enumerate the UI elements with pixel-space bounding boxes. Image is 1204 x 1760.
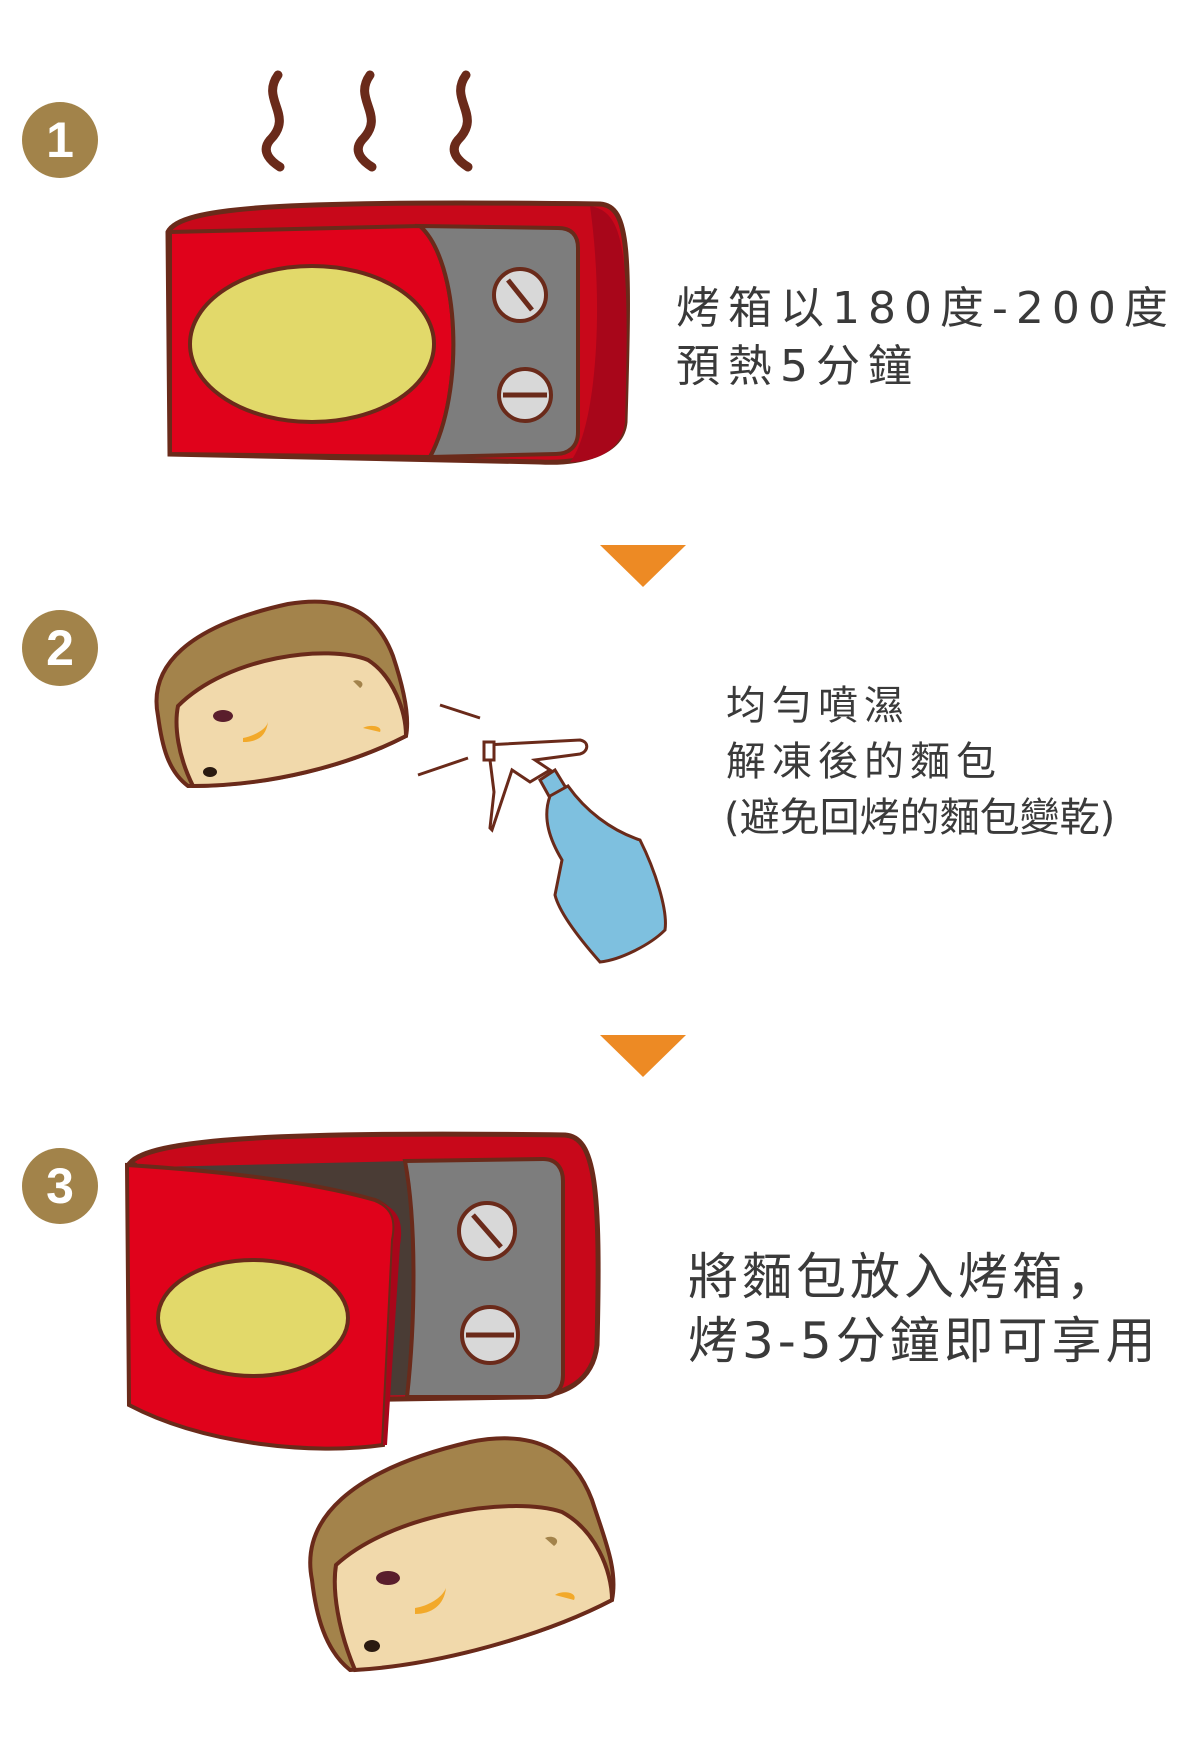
open-oven-icon	[124, 1131, 601, 1451]
step-2-badge: 2	[22, 610, 98, 686]
bread-icon	[154, 599, 410, 789]
step-2-text: 均勻噴濕 解凍後的麵包 (避免回烤的麵包變乾)	[724, 678, 1116, 846]
steam-icon	[261, 70, 473, 172]
down-arrow-icon	[600, 545, 686, 587]
step-3-line-1: 將麵包放入烤箱，	[688, 1248, 1120, 1306]
step-3-badge: 3	[22, 1148, 98, 1224]
down-arrow-icon	[600, 1035, 686, 1077]
step-1-text: 烤箱以180度-200度 預熱5分鐘	[676, 280, 1176, 396]
step-3-line-2: 烤3-5分鐘即可享用	[688, 1312, 1160, 1370]
step-1-badge: 1	[22, 102, 98, 178]
step-2-line-3: (避免回烤的麵包變乾)	[724, 795, 1116, 841]
step-1-line-2: 預熱5分鐘	[676, 341, 920, 392]
step-2-line-2: 解凍後的麵包	[726, 739, 1002, 785]
step-3-text: 將麵包放入烤箱， 烤3-5分鐘即可享用	[688, 1245, 1160, 1373]
step-1-line-1: 烤箱以180度-200度	[676, 283, 1176, 334]
spray-bottle-icon	[417, 703, 667, 964]
step-2-line-1: 均勻噴濕	[726, 683, 910, 729]
oven-icon	[165, 200, 630, 465]
bread-icon	[308, 1436, 616, 1673]
